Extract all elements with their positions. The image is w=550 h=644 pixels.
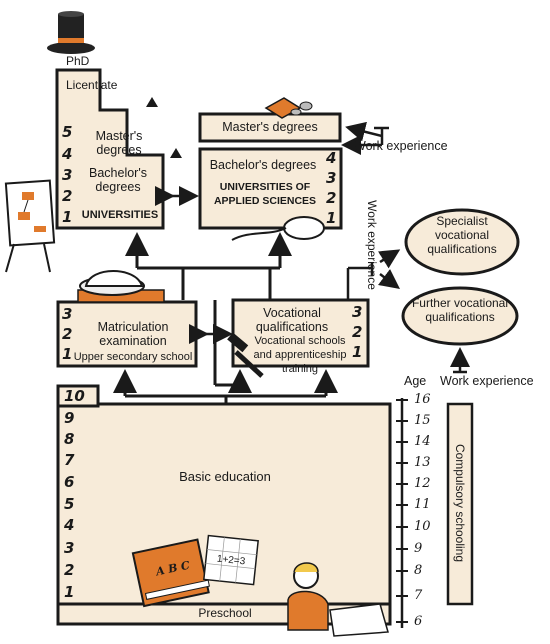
money-icon bbox=[264, 97, 313, 119]
age-10: 10 bbox=[414, 519, 431, 534]
age-9: 9 bbox=[414, 541, 423, 556]
vocational-qualifications-label: Vocational qualifications bbox=[255, 306, 329, 334]
age-12: 12 bbox=[414, 476, 431, 491]
uas-grade-2: 2 bbox=[326, 189, 337, 207]
compulsory-bracket bbox=[446, 402, 474, 606]
uni-grade-1: 1 bbox=[62, 208, 73, 226]
age-label: Age bbox=[404, 374, 427, 388]
preschool-label: Preschool bbox=[198, 606, 252, 620]
work-experience-vertical-label: Work experience bbox=[365, 200, 379, 290]
age-6: 6 bbox=[414, 614, 423, 629]
specialist-label: Specialist vocational qualifications bbox=[427, 214, 497, 256]
flipchart-icon bbox=[4, 179, 56, 273]
uni-bachelors-label: Bachelor's degrees bbox=[89, 166, 147, 194]
specialist-oval bbox=[404, 208, 520, 276]
uas-bachelors-label: Bachelor's degrees bbox=[209, 158, 317, 172]
work-experience-top-label: Work experience bbox=[354, 139, 448, 153]
uni-step-arrow-1 bbox=[146, 97, 158, 107]
child-icon bbox=[287, 562, 389, 637]
student-cap-icon bbox=[77, 270, 165, 303]
age-13: 13 bbox=[414, 455, 431, 470]
basic-grade-7: 7 bbox=[64, 451, 75, 469]
abc-book-icon bbox=[131, 538, 210, 608]
phd-label: PhD bbox=[66, 54, 90, 68]
uas-grade-4: 4 bbox=[326, 149, 337, 167]
age-11: 11 bbox=[414, 497, 431, 512]
age-16: 16 bbox=[414, 392, 431, 407]
universities-box bbox=[55, 68, 165, 230]
universities-label: UNIVERSITIES bbox=[81, 209, 159, 221]
compulsory-schooling-label: Compulsory schooling bbox=[453, 443, 467, 563]
work-experience-bottom-label: Work experience bbox=[440, 374, 534, 388]
basic-education-label: Basic education bbox=[179, 469, 271, 484]
matriculation-label: Matriculation examination bbox=[97, 320, 169, 348]
math-paper-icon bbox=[203, 534, 259, 586]
basic-grade-4: 4 bbox=[64, 516, 75, 534]
basic-grade-6: 6 bbox=[64, 473, 75, 491]
grade-10-tab bbox=[56, 384, 100, 408]
uni-grade-2: 2 bbox=[62, 187, 73, 205]
uni-grade-3: 3 bbox=[62, 166, 73, 184]
further-label: Further vocational qualifications bbox=[411, 296, 509, 324]
vocational-box bbox=[231, 298, 370, 368]
age-8: 8 bbox=[414, 563, 423, 578]
age-15: 15 bbox=[414, 413, 431, 428]
age-7: 7 bbox=[414, 588, 423, 603]
uni-grade-4: 4 bbox=[62, 145, 73, 163]
basic-grade-10: 10 bbox=[64, 387, 85, 405]
age-14: 14 bbox=[414, 434, 431, 449]
basic-grade-2: 2 bbox=[64, 561, 75, 579]
uas-masters-box bbox=[198, 112, 342, 143]
uas-grade-1: 1 bbox=[326, 209, 337, 227]
vocational-grade-3: 3 bbox=[352, 303, 363, 321]
licentiate-label: Licentiate bbox=[66, 78, 118, 92]
basic-grade-9: 9 bbox=[64, 409, 75, 427]
hammer-icon bbox=[227, 332, 264, 378]
basic-grade-3: 3 bbox=[64, 539, 75, 557]
uas-grade-3: 3 bbox=[326, 169, 337, 187]
upper-secondary-grade-3: 3 bbox=[62, 305, 73, 323]
uni-step-arrow-2 bbox=[170, 148, 182, 158]
uas-label: UNIVERSITIES OF APPLIED SCIENCES bbox=[213, 181, 317, 207]
basic-grade-5: 5 bbox=[64, 495, 75, 513]
top-hat-icon bbox=[47, 11, 95, 54]
further-oval bbox=[401, 286, 519, 346]
uni-masters-label: Master's degrees bbox=[95, 129, 143, 157]
upper-secondary-label: Upper secondary school bbox=[73, 351, 193, 363]
uas-masters-label: Master's degrees bbox=[222, 120, 318, 134]
upper-secondary-box bbox=[56, 300, 198, 368]
basic-grade-1: 1 bbox=[64, 583, 75, 601]
mouse-icon bbox=[231, 216, 325, 241]
vocational-grade-1: 1 bbox=[352, 343, 363, 361]
upper-secondary-grade-2: 2 bbox=[62, 325, 73, 343]
upper-secondary-grade-1: 1 bbox=[62, 345, 73, 363]
basic-grade-8: 8 bbox=[64, 430, 75, 448]
vocational-schools-label: Vocational schools and apprenticeship tr… bbox=[253, 335, 347, 375]
uni-grade-5: 5 bbox=[62, 123, 73, 141]
vocational-grade-2: 2 bbox=[352, 323, 363, 341]
uas-box bbox=[198, 147, 343, 230]
